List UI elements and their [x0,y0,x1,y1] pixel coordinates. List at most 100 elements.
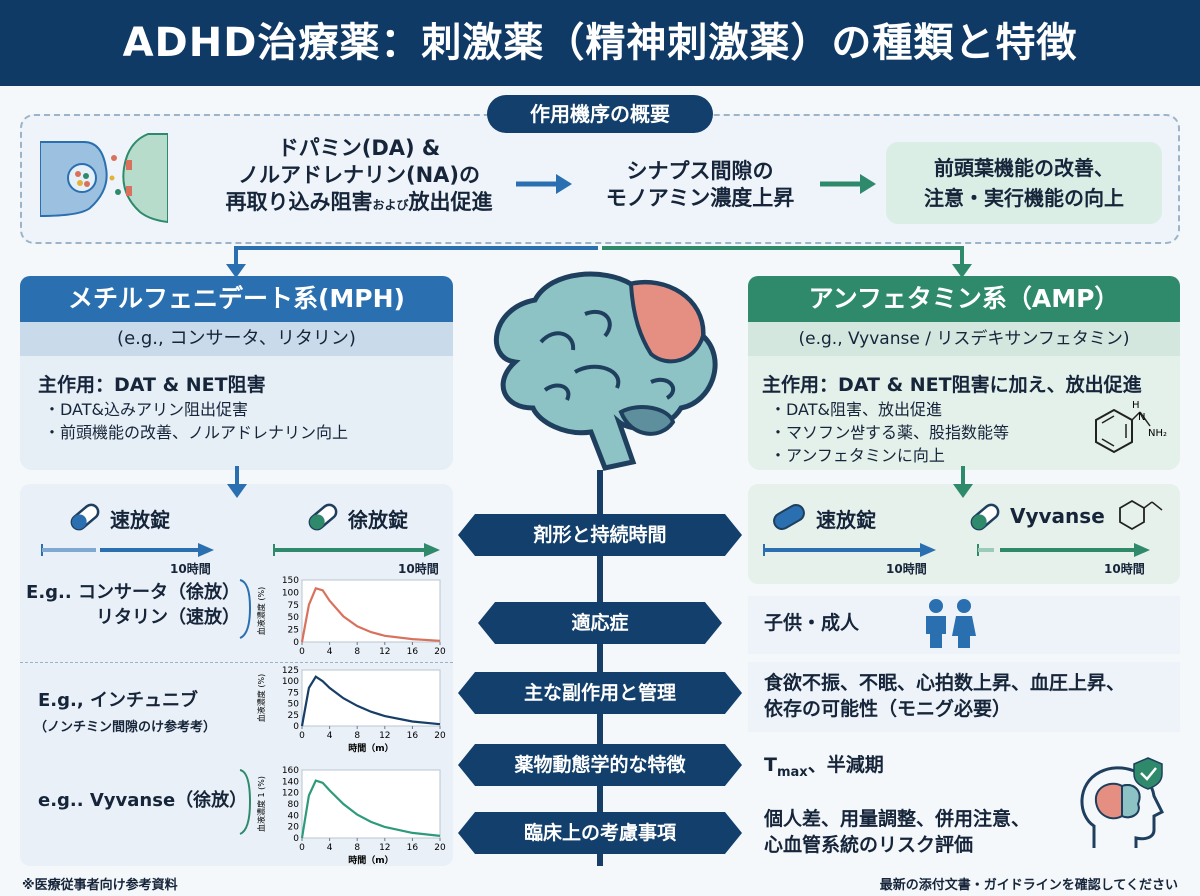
duration-label: 10時間 [170,562,211,576]
molecule-icon: H N NH₂ [1095,400,1167,454]
pk-t: T [764,754,777,776]
chart-series-line [300,779,441,839]
chart-y-tick: 50 [288,613,300,623]
amp-examples: (e.g., Vyvanse / リスデキサンフェタミン) [748,322,1180,356]
molecule-icon [1119,499,1163,531]
formulation-label: Vyvanse [1010,504,1105,528]
chart-plot-area [301,669,441,727]
chart-y-tick: 0 [293,834,299,844]
chart-series-line [300,675,441,727]
chart-y-tick: 25 [288,626,299,636]
mechanism-step1-end: 放出促進 [408,190,493,214]
chart-y-tick: 140 [282,777,299,787]
chart-x-tick: 20 [434,731,446,741]
chart-x-tick: 12 [379,647,390,657]
chart-y-tick: 120 [282,789,299,799]
chart-y-tick: 20 [288,823,300,833]
chart-x-tick: 8 [354,647,360,657]
tablet-icon [773,504,805,530]
mechanism-step1: ドパミン(DA) & ノルアドレナリン(NA)の 再取り込み阻害および放出促進 [214,135,504,219]
chart-x-tick: 8 [354,731,360,741]
arrow-down-icon [953,466,973,498]
chart-x-tick: 8 [354,843,360,853]
duration-bar [41,543,214,557]
duration-bar [977,543,1150,557]
duration-bar [763,543,936,557]
chart-x-tick: 20 [434,843,446,853]
chart-series-line [300,586,441,643]
chart-x-tick: 0 [299,843,305,853]
example-label: E.g.. コンサータ（徐放） リタリン（速放） [26,582,240,628]
capsule-icon [308,503,338,531]
mechanism-step1-main: ドパミン(DA) & ノルアドレナリン(NA)の 再取り込み阻害 [225,136,481,214]
pk-sub: max [776,764,808,780]
mph-title: メチルフェニデート系(MPH) [20,276,453,322]
right-formulation-panel [748,484,1180,584]
chart-y-tick: 0 [293,638,299,648]
chart-y-tick: 80 [288,800,300,810]
duration-label: 10時間 [398,562,439,576]
split-connector [226,246,972,278]
row-label: 剤形と持続時間 [458,514,742,556]
row-label: 臨床上の考慮事項 [458,812,742,854]
amp-bullet: ・マソフン쌷する薬、股指数能等 [770,423,1010,442]
chart-x-tick: 12 [379,731,390,741]
example-label: e.g.. Vyvanse（徐放） [38,790,248,811]
arrow-right-icon [516,174,572,194]
molecule-label: H [1132,400,1140,411]
capsule-icon [970,503,1000,531]
chart-y-tick: 25 [288,711,299,721]
row-label: 主な副作用と管理 [458,672,742,714]
mechanism-step1-small: および [372,198,409,212]
pk-after: 、半減期 [807,754,884,776]
chart-x-tick: 4 [327,647,333,657]
mph-examples: (e.g., コンサータ、リタリン) [20,322,453,356]
bracket-icon [239,579,252,639]
chart-y-tick: 125 [282,666,299,676]
molecule-label: N [1138,412,1145,423]
molecule-label: NH₂ [1148,428,1167,439]
row-content: 子供・成人 [764,612,860,634]
mph-bullet: ・DAT&込みアリン阻出促害 [44,400,248,419]
formulation-label: 徐放錠 [348,508,408,532]
example-label: E.g., インチュニブ [38,690,198,711]
central-spine [597,470,603,866]
chart-x-tick: 16 [407,731,419,741]
chart-x-tick: 16 [407,843,419,853]
page-title: ADHD治療薬：刺激薬（精神刺激薬）の種類と特徴 [0,0,1200,86]
chart-x-tick: 12 [379,843,390,853]
amp-main-action: 主作用：DAT & NET阻害に加え、放出促進 [762,374,1142,396]
chart-x-tick: 4 [327,731,333,741]
arrow-right-icon [820,174,876,194]
chart-y-label: 血液濃度 (%) [256,674,266,722]
footer-note: ※医療従事者向け参考資料 [22,878,178,893]
formulation-label: 速放錠 [816,508,876,532]
example-note: （ノンチミン間隙のけ参考考） [34,720,217,735]
row-content: 個人差、用量調整、併用注意、 心血管系統のリスク評価 [764,808,1031,856]
row-label: 薬物動態学的な特徴 [458,744,742,786]
chart-x-tick: 4 [327,843,333,853]
chart-y-label: 血液濃度 (%) [256,587,266,635]
duration-label: 10時間 [886,562,927,576]
footer-note: 最新の添付文書・ガイドラインを確認してください [879,878,1178,893]
divider [20,662,453,663]
amp-bullet: ・DAT&阻害、放出促進 [770,400,942,419]
mechanism-heading: 作用機序の概要 [487,95,713,133]
arrow-down-icon [227,466,247,498]
chart-x-tick: 20 [434,647,446,657]
chart-y-tick: 150 [282,576,299,586]
chart-y-tick: 40 [288,811,300,821]
chart-x-tick: 0 [299,731,305,741]
chart-y-tick: 75 [288,601,299,611]
row-content: Tmax、半減期 [764,752,884,786]
mph-main-action: 主作用：DAT & NET阻害 [38,374,266,396]
chart-y-label: 血液濃度 1 (%) [256,776,266,832]
brain-icon [493,271,718,471]
synapse-icon [40,133,168,224]
row-label: 適応症 [478,602,722,644]
chart-x-label: 時間（m） [348,854,393,866]
mph-bullet: ・前頭機能の改善、ノルアドレナリン向上 [44,423,349,442]
